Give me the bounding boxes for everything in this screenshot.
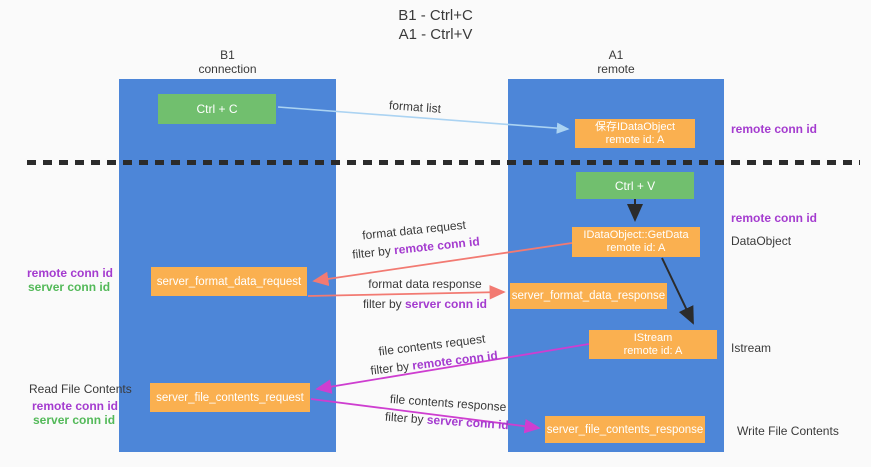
- idataobject-getdata-box: IDataObject::GetData remote id: A: [572, 227, 700, 257]
- left-read-file-contents-label: Read File Contents: [29, 382, 132, 396]
- server-format-data-request-label: server_format_data_request: [156, 275, 302, 288]
- filter-prefix: filter by: [351, 243, 395, 262]
- filter-prefix: filter by: [384, 409, 428, 427]
- phase-separator-dashed-line: [27, 160, 860, 165]
- ctrl-c-label: Ctrl + C: [196, 102, 238, 116]
- server-file-contents-request-box: server_file_contents_request: [150, 383, 310, 412]
- save-idataobject-line2: remote id: A: [605, 133, 665, 146]
- left-format-remote-conn-id: remote conn id: [27, 266, 114, 280]
- right-remote-conn-id-mid: remote conn id: [731, 211, 818, 225]
- getdata-to-istream-arrow: [661, 257, 694, 325]
- column-a1-subtitle: remote: [597, 62, 635, 76]
- server-file-contents-response-label: server_file_contents_response: [546, 423, 704, 436]
- server-format-data-request-box: server_format_data_request: [151, 267, 307, 296]
- left-format-server-conn-id: server conn id: [28, 280, 111, 294]
- istream-box: IStream remote id: A: [589, 330, 717, 359]
- left-file-server-conn-id: server conn id: [33, 413, 116, 427]
- file-contents-response-arrow: [310, 398, 541, 434]
- server-format-data-response-box: server_format_data_response: [510, 283, 667, 309]
- diagram-title-line1: B1 - Ctrl+C: [398, 7, 473, 24]
- filter-key-server-conn-id: server conn id: [404, 297, 488, 311]
- right-dataobject-label: DataObject: [731, 234, 792, 248]
- filter-key-server-conn-id: server conn id: [426, 412, 510, 433]
- getdata-line1: IDataObject::GetData: [583, 229, 689, 241]
- getdata-line2: remote id: A: [606, 242, 666, 254]
- format-data-response-title: format data response: [368, 277, 482, 291]
- ctrl-v-label: Ctrl + V: [614, 178, 656, 193]
- format-data-request-arrow: [312, 242, 573, 287]
- format-list-text: format list: [388, 98, 442, 116]
- column-b1-name: B1: [220, 48, 235, 62]
- right-remote-conn-id-top: remote conn id: [731, 122, 818, 136]
- server-format-data-response-label: server_format_data_response: [511, 290, 666, 302]
- format-data-response-arrow: [307, 285, 506, 300]
- diagram-title-line2: A1 - Ctrl+V: [398, 26, 473, 43]
- right-write-file-contents-label: Write File Contents: [737, 424, 839, 438]
- filter-prefix: filter by: [369, 358, 414, 378]
- format-data-response-label: format data response filter by server co…: [355, 274, 495, 314]
- column-header-b1: B1 connection: [119, 48, 336, 76]
- save-idataobject-line1: 保存IDataObject: [594, 120, 676, 133]
- column-header-a1: A1 remote: [508, 48, 724, 76]
- ctrl-c-box: Ctrl + C: [158, 94, 276, 124]
- save-idataobject-box: 保存IDataObject remote id: A: [575, 119, 695, 148]
- right-istream-label: Istream: [731, 341, 772, 355]
- ctrl-v-box: Ctrl + V: [576, 172, 694, 199]
- format-list-arrow: [277, 106, 570, 134]
- istream-line1: IStream: [633, 331, 673, 344]
- server-file-contents-request-label: server_file_contents_request: [156, 391, 304, 404]
- left-file-remote-conn-id: remote conn id: [32, 399, 119, 413]
- server-file-contents-response-box: server_file_contents_response: [545, 416, 705, 443]
- file-contents-request-arrow: [315, 343, 590, 394]
- istream-line2: remote id: A: [623, 344, 683, 357]
- diagram-title: B1 - Ctrl+C A1 - Ctrl+V: [0, 6, 871, 44]
- column-a1-name: A1: [608, 48, 624, 62]
- filter-prefix: filter by: [362, 297, 405, 311]
- column-b1-subtitle: connection: [198, 62, 257, 76]
- format-data-response-filter: filter by server conn id: [355, 294, 495, 314]
